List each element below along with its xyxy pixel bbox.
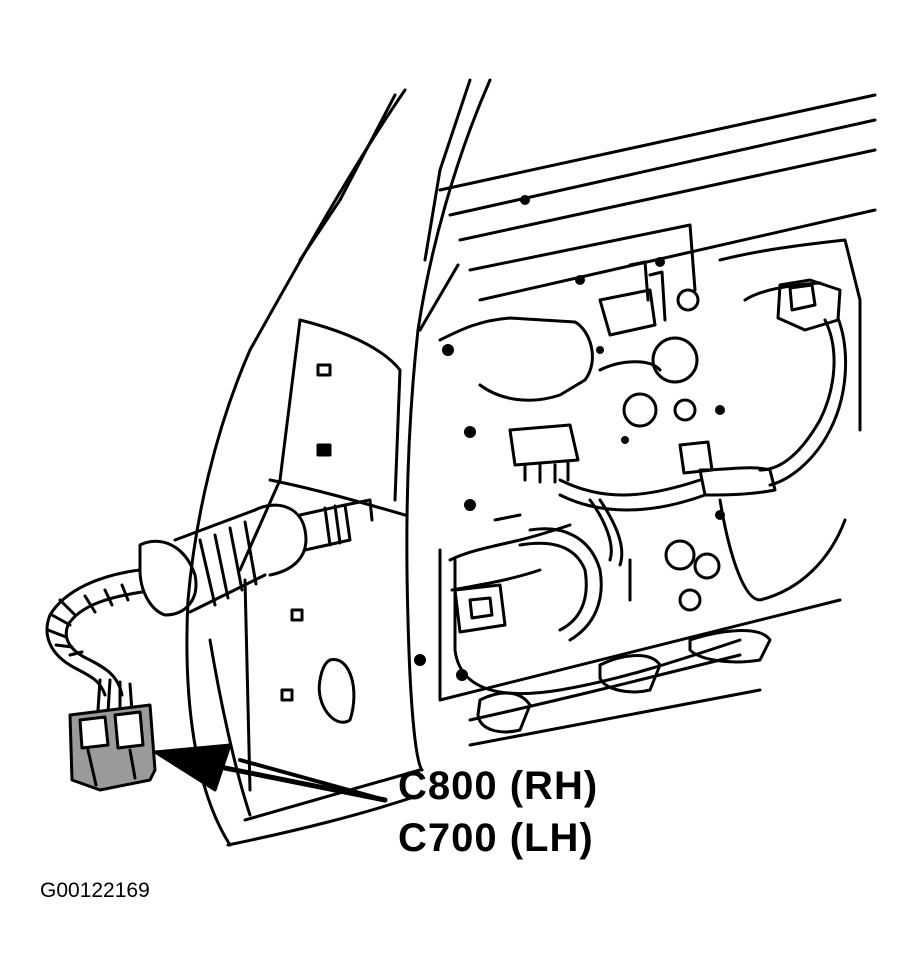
central-harness [448, 423, 714, 642]
wiring-grommet [138, 498, 374, 617]
upper-right-connector [698, 278, 847, 497]
fasteners [414, 195, 725, 681]
connector-label-rh: C800 (RH) [398, 764, 599, 808]
window-channel [418, 93, 877, 332]
c800-c700-connector [68, 703, 157, 792]
callout-arrow [153, 743, 388, 803]
connector-label-lh: C700 (LH) [398, 816, 594, 860]
pigtail-harness [45, 568, 144, 714]
figure-id: G00122169 [40, 879, 150, 902]
door-frame [185, 78, 492, 847]
regulator-bracket [598, 260, 667, 337]
inner-panel [238, 318, 407, 792]
